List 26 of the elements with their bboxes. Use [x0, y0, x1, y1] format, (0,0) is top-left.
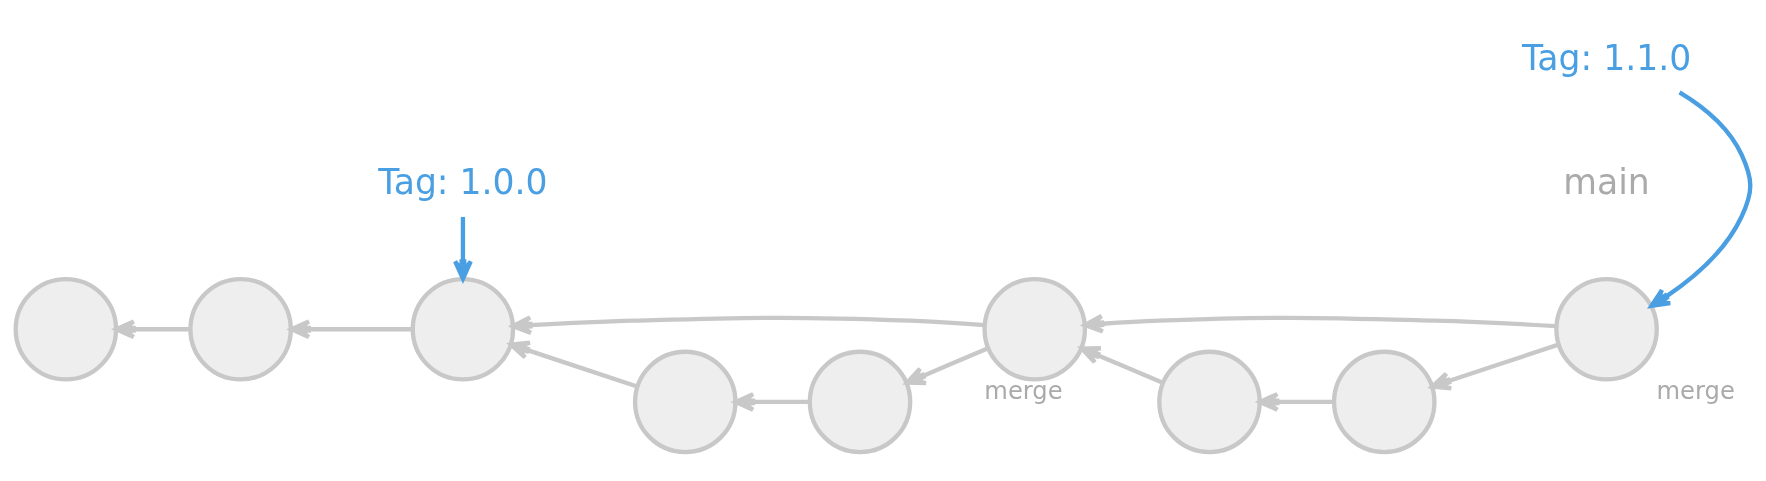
node-circle	[982, 276, 1088, 382]
arrow	[904, 345, 989, 385]
arrow	[453, 216, 473, 281]
arrow	[510, 314, 985, 335]
arrow	[1082, 313, 1557, 334]
arrow	[508, 340, 638, 389]
arrow	[1649, 90, 1753, 308]
arrow	[1430, 342, 1560, 391]
arrow	[1257, 391, 1334, 412]
node-circle	[807, 349, 913, 454]
label: main	[1563, 161, 1650, 202]
node-circle	[188, 276, 293, 382]
node-circle	[410, 276, 516, 382]
arrow	[114, 318, 191, 339]
node-circle	[1331, 349, 1437, 454]
arrow	[733, 391, 810, 412]
arrow	[289, 318, 413, 339]
node-text: Tag: 1.0.0	[378, 161, 548, 202]
arrow	[1079, 345, 1164, 385]
node-circle	[1157, 349, 1262, 454]
node-text: Tag: 1.1.0	[1521, 37, 1692, 78]
node-circle	[632, 349, 738, 454]
node-label: merge	[1656, 376, 1735, 405]
node-circle	[13, 276, 119, 382]
node-label: merge	[984, 376, 1063, 405]
node-circle	[1554, 276, 1659, 382]
